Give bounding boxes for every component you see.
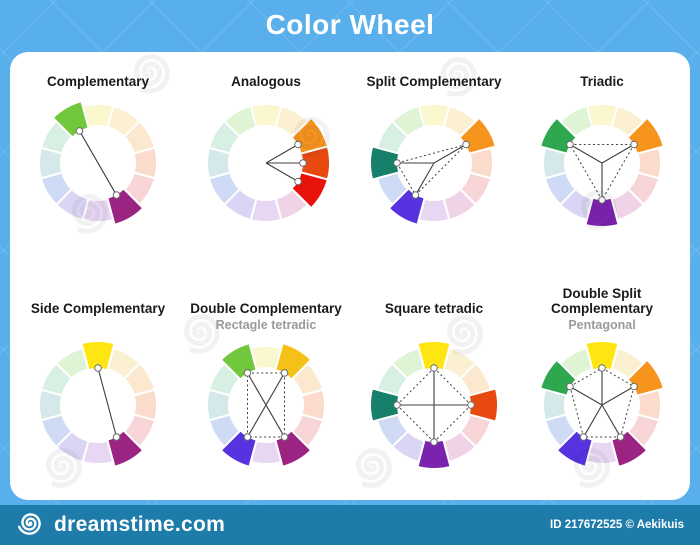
scheme-cell-square-tetradic: Square tetradic (350, 276, 518, 498)
scheme-cell-double-complementary: Double Complementary Rectagle tetradic (182, 276, 350, 498)
page-title: Color Wheel (265, 9, 435, 40)
scheme-subtitle (14, 316, 182, 334)
scheme-cell-split-complementary: Split Complementary (350, 54, 518, 276)
scheme-title: Analogous (231, 74, 301, 89)
scheme-cell-analogous: Analogous (182, 54, 350, 276)
double-complementary-color-wheel (182, 338, 350, 472)
footer-bar: dreamstime.com ID 217672525 © Aekikuis (0, 505, 700, 545)
scheme-title: Complementary (46, 74, 150, 89)
footer-credit-text: ID 217672525 © Aekikuis (550, 519, 684, 531)
scheme-cell-side-complementary: Side Complementary (14, 276, 182, 498)
scheme-title: Double Complementary (190, 301, 342, 316)
complementary-color-wheel (14, 96, 182, 230)
scheme-title: Side Complementary (30, 301, 166, 316)
scheme-cell-triadic: Triadic (518, 54, 686, 276)
scheme-title: Triadic (580, 74, 624, 89)
split-complementary-color-wheel (350, 96, 518, 230)
dreamstime-logo-icon (16, 509, 44, 542)
square-tetradic-color-wheel (350, 338, 518, 472)
scheme-title: Square tetradic (384, 301, 484, 316)
scheme-title: Double Split Complementary (550, 286, 654, 316)
triadic-color-wheel (518, 96, 686, 230)
pentagonal-color-wheel (518, 338, 686, 472)
page-header: Color Wheel (0, 0, 700, 52)
scheme-cell-double-split-complementary: Double Split Complementary Pentagonal (518, 276, 686, 498)
analogous-color-wheel (182, 96, 350, 230)
side-complementary-color-wheel (14, 338, 182, 472)
scheme-subtitle: Pentagonal (568, 318, 636, 332)
scheme-subtitle: Rectagle tetradic (215, 318, 317, 332)
footer-site-text: dreamstime.com (54, 513, 226, 536)
scheme-subtitle (350, 316, 518, 334)
scheme-cell-complementary: Complementary (14, 54, 182, 276)
scheme-title: Split Complementary (366, 74, 502, 89)
content-card: Complementary Analogous Split Complement… (10, 52, 690, 500)
